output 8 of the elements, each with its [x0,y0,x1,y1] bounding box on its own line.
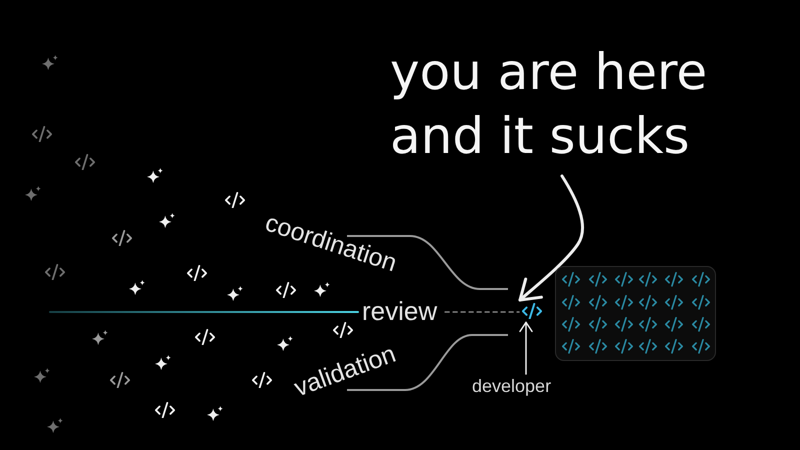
curved-arrow [518,174,584,302]
flow-line [49,311,359,313]
dashed-line [444,311,520,313]
role-label: developer [472,376,552,397]
annotation-text: you are here and it sucks [390,40,735,168]
flow-label: review [362,296,438,326]
code-icon [522,303,542,320]
arrow [519,322,533,375]
